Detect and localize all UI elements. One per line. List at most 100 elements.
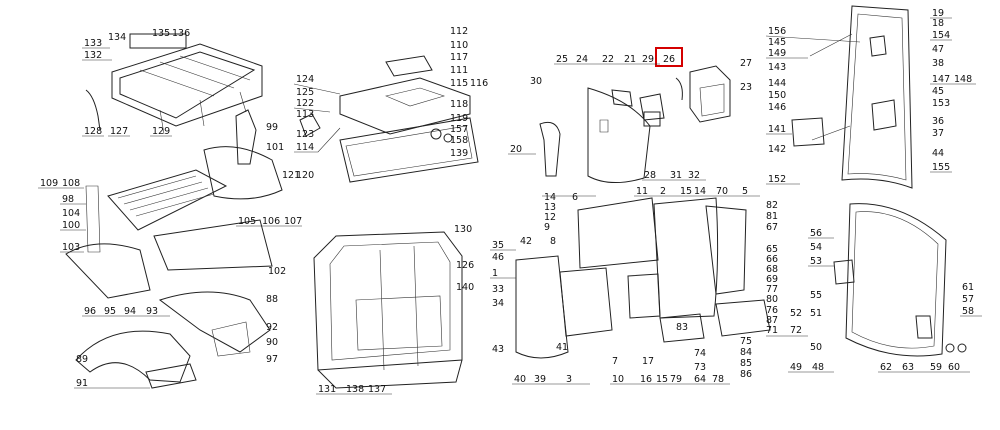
callout-62: 62 — [880, 362, 892, 373]
callout-126: 126 — [456, 260, 474, 271]
callout-53: 53 — [810, 256, 822, 267]
callout-70: 70 — [716, 186, 728, 197]
callout-157: 157 — [450, 124, 468, 135]
callout-111: 111 — [450, 65, 468, 76]
callout-1: 1 — [492, 268, 498, 279]
callout-82: 82 — [766, 200, 778, 211]
callout-146: 146 — [768, 102, 786, 113]
callout-108: 108 — [62, 178, 80, 189]
callout-107: 107 — [284, 216, 302, 227]
callout-130: 130 — [454, 224, 472, 235]
callout-9: 9 — [544, 222, 550, 233]
rear-window-group — [515, 197, 771, 359]
callout-131: 131 — [318, 384, 336, 395]
callout-37: 37 — [932, 128, 944, 139]
callout-55: 55 — [810, 290, 822, 301]
callout-22: 22 — [602, 54, 614, 65]
callout-21: 21 — [624, 54, 636, 65]
callout-40: 40 — [514, 374, 526, 385]
callout-113: 113 — [296, 109, 314, 120]
callout-8: 8 — [550, 236, 556, 247]
callout-116: 116 — [470, 78, 488, 89]
roof-frame — [85, 33, 263, 135]
callout-136: 136 — [172, 28, 190, 39]
callout-117: 117 — [450, 52, 468, 63]
callout-156: 156 — [768, 26, 786, 37]
callout-77: 77 — [766, 284, 778, 295]
callout-75: 75 — [740, 336, 752, 347]
callout-60: 60 — [948, 362, 960, 373]
callout-18: 18 — [932, 18, 944, 29]
callout-105: 105 — [238, 216, 256, 227]
callout-54: 54 — [810, 242, 822, 253]
door-bottom — [833, 203, 967, 357]
callout-80: 80 — [766, 294, 778, 305]
callout-144: 144 — [768, 78, 786, 89]
callout-99: 99 — [266, 122, 278, 133]
callout-127: 127 — [110, 126, 128, 137]
callout-29: 29 — [642, 54, 654, 65]
cab-frame — [313, 231, 463, 389]
callout-155: 155 — [932, 162, 950, 173]
callout-119: 119 — [450, 113, 468, 124]
callout-96: 96 — [84, 306, 96, 317]
callout-115: 115 — [450, 78, 468, 89]
callout-102: 102 — [268, 266, 286, 277]
callout-68: 68 — [766, 264, 778, 275]
callout-45: 45 — [932, 86, 944, 97]
callout-76: 76 — [766, 305, 778, 316]
callout-125: 125 — [296, 87, 314, 98]
floor-assembly — [65, 109, 283, 299]
callout-2: 2 — [660, 186, 666, 197]
callout-148: 148 — [954, 74, 972, 85]
callout-92: 92 — [266, 322, 278, 333]
callout-52: 52 — [790, 308, 802, 319]
callout-35: 35 — [492, 240, 504, 251]
callout-81: 81 — [766, 211, 778, 222]
fender-assembly — [75, 291, 271, 389]
callout-90: 90 — [266, 337, 278, 348]
callout-104: 104 — [62, 208, 80, 219]
callout-26: 26 — [663, 54, 675, 65]
callout-25: 25 — [556, 54, 568, 65]
callout-17: 17 — [642, 356, 654, 367]
callout-98: 98 — [62, 194, 74, 205]
callout-32: 32 — [688, 170, 700, 181]
callout-83: 83 — [676, 322, 688, 333]
callout-48: 48 — [812, 362, 824, 373]
callout-65: 65 — [766, 244, 778, 255]
door-handle-group — [539, 65, 731, 183]
leader-lines — [38, 17, 982, 395]
callout-66: 66 — [766, 254, 778, 265]
callout-94: 94 — [124, 306, 136, 317]
callout-86: 86 — [740, 369, 752, 380]
callout-110: 110 — [450, 40, 468, 51]
callout-labels: 133 134 135 136 132 128 127 129 112 110 … — [40, 8, 974, 395]
callout-141: 141 — [768, 124, 786, 135]
callout-47: 47 — [932, 44, 944, 55]
callout-137: 137 — [368, 384, 386, 395]
callout-34: 34 — [492, 298, 504, 309]
callout-145: 145 — [768, 37, 786, 48]
callout-49: 49 — [790, 362, 802, 373]
callout-140: 140 — [456, 282, 474, 293]
callout-61: 61 — [962, 282, 974, 293]
callout-123: 123 — [296, 129, 314, 140]
callout-85: 85 — [740, 358, 752, 369]
callout-89: 89 — [76, 354, 88, 365]
callout-129: 129 — [152, 126, 170, 137]
callout-100: 100 — [62, 220, 80, 231]
callout-42: 42 — [520, 236, 532, 247]
callout-5: 5 — [742, 186, 748, 197]
callout-149: 149 — [768, 48, 786, 59]
callout-67: 67 — [766, 222, 778, 233]
callout-38: 38 — [932, 58, 944, 69]
callout-51: 51 — [810, 308, 822, 319]
callout-87: 87 — [766, 315, 778, 326]
callout-15-b: 15 — [656, 374, 668, 385]
callout-43: 43 — [492, 344, 504, 355]
callout-84: 84 — [740, 347, 752, 358]
callout-106: 106 — [262, 216, 280, 227]
callout-30: 30 — [530, 76, 542, 87]
